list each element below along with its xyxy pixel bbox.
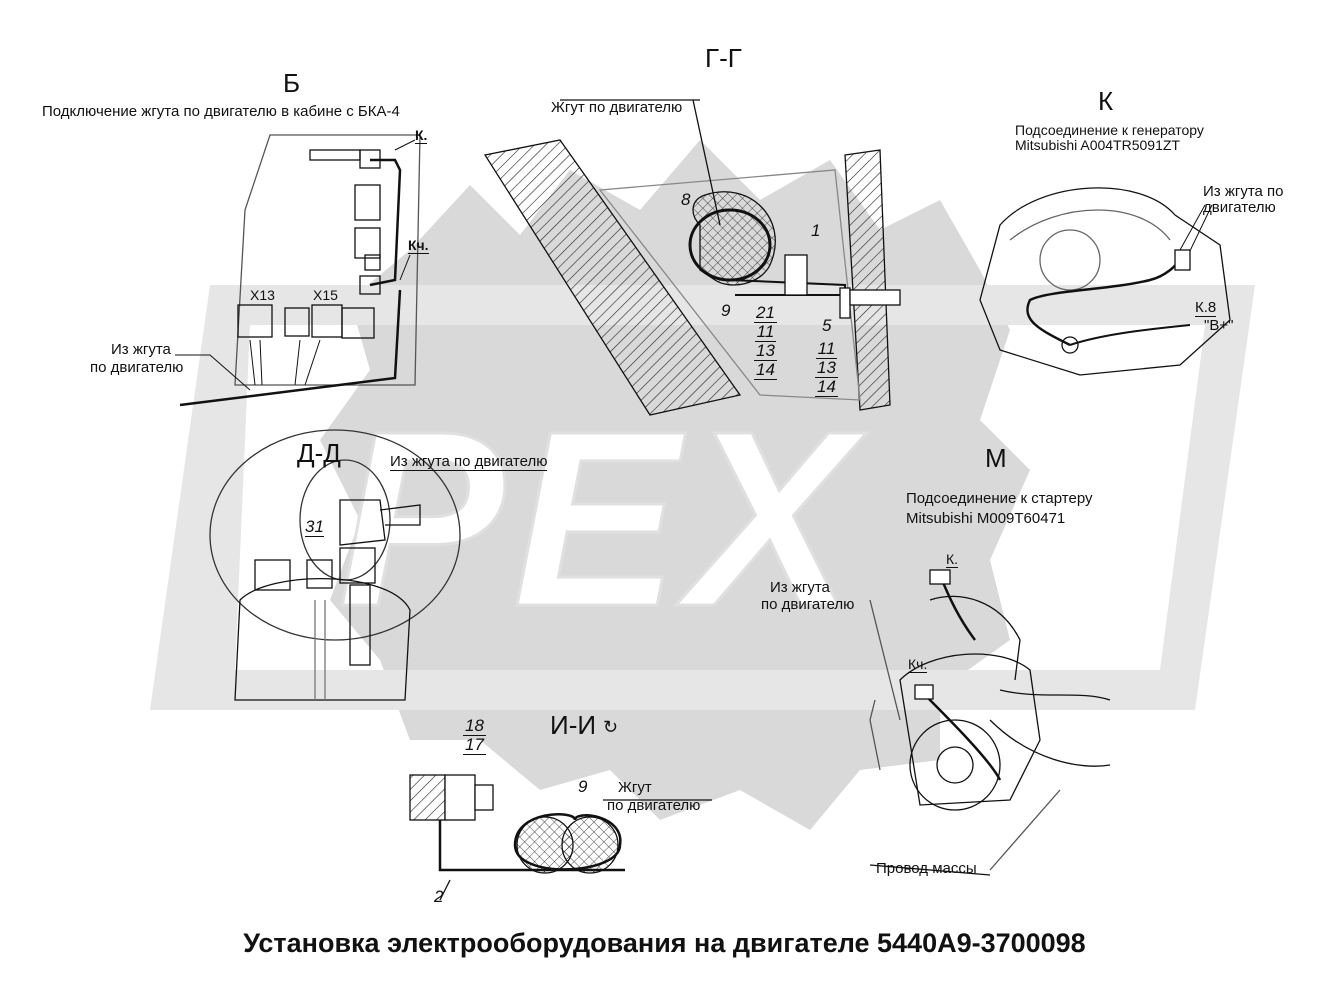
terminal-k8-label: К.8 [1195,299,1217,317]
section-m-kch-label: Кч. [908,656,928,673]
section-b-harness-label-2: по двигателю [90,359,184,376]
cabin-panel-drawing [175,134,421,407]
section-m-harness-label-1: Из жгута [770,579,830,596]
watermark-text: PEX [338,379,867,658]
section-gg-harness-label: Жгут по двигателю [551,99,683,116]
part-number-9: 9 [721,301,731,320]
section-gg-letter: Г-Г [705,43,742,73]
part-number: 14 [815,377,838,397]
part-number: 11 [754,322,777,342]
ground-wire-label: Провод массы [876,860,977,877]
rotation-icon: ↻ [603,717,619,737]
section-m-caption-2: Mitsubishi M009T60471 [906,510,1066,527]
section-b-harness-label: Из жгута [111,341,171,358]
part-number-5: 5 [822,316,832,335]
section-m-harness-label-2: по двигателю [761,596,855,613]
part-number-18: 18 [463,716,486,736]
starter-drawing [869,569,1111,876]
part-number-31: 31 [305,517,324,537]
connector-x13-label: Х13 [250,287,275,303]
section-k-caption-2: Mitsubishi A004TR5091ZT [1015,137,1180,153]
part-stack-right: 11 13 14 [815,340,838,397]
part-number: 11 [815,339,838,359]
section-k-caption-1: Подсоединение к генератору [1015,122,1204,138]
section-ii-harness-label-1: Жгут [618,779,652,796]
section-dd-harness-label: Из жгута по двигателю [390,453,548,471]
generator-drawing [979,187,1231,376]
section-ii-letter: И-И [550,710,597,740]
terminal-bplus-label: "В+" [1204,317,1234,334]
part-number-2: 2 [434,887,444,906]
section-b-letter: Б [283,68,301,98]
section-b-k-label: К. [415,127,428,144]
section-m-letter: М [985,443,1007,473]
section-k-letter: К [1098,86,1114,116]
section-k-harness-label-2: двигателю [1203,199,1276,216]
section-m-k-label: К. [946,551,959,568]
connector-x15-label: Х15 [313,287,338,303]
watermark-logo: PEX [150,140,1255,830]
section-k-harness-label-1: Из жгута по [1203,183,1284,200]
part-number: 13 [754,341,777,361]
section-m-caption-1: Подсоединение к стартеру [906,490,1093,507]
section-ii-harness-label-2: по двигателю [607,797,701,814]
clamp-drawing [409,774,712,901]
part-number-8: 8 [681,190,691,209]
part-number-17: 17 [463,735,486,755]
part-number: 21 [754,303,777,323]
part-number: 13 [815,358,838,378]
drawing-title: Установка электрооборудования на двигате… [243,928,1086,958]
section-gg-drawing [483,99,901,416]
section-b-kch-label: Кч. [408,237,429,254]
section-b-caption: Подключение жгута по двигателю в кабине … [42,103,400,120]
part-number-1: 1 [811,221,821,240]
sensor-drawing [209,429,461,701]
section-dd-letter: Д-Д [297,438,341,468]
part-number: 14 [754,360,777,380]
part-stack-left: 21 11 13 14 [754,304,777,380]
part-stack-ii: 18 17 [463,717,486,755]
part-number-9-ii: 9 [578,777,588,796]
